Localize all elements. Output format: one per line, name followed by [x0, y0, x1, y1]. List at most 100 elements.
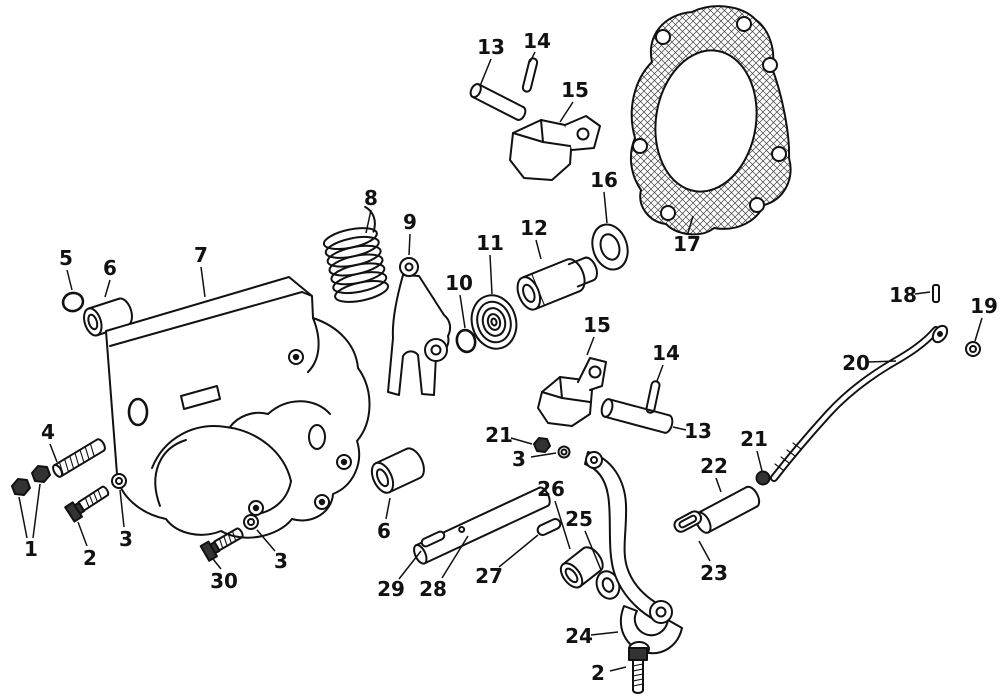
- part-sleeve-22: [694, 485, 761, 534]
- callout-leader-22: [715, 477, 722, 493]
- parts-layer: [11, 5, 981, 694]
- part-gasket-17: [629, 5, 792, 236]
- part-nut-21-left: [533, 437, 551, 453]
- callout-label-21: 21: [740, 427, 768, 451]
- callout-leader-24: [590, 631, 619, 636]
- callout-label-26: 26: [537, 477, 565, 501]
- callout-leader-17: [687, 215, 694, 234]
- callout-leader-19: [974, 317, 983, 342]
- callout-label-23: 23: [700, 561, 728, 585]
- callout-label-30: 30: [210, 569, 238, 593]
- callout-leader-3: [256, 529, 276, 552]
- part-washer-3-left: [111, 473, 127, 489]
- part-ring-5: [61, 291, 85, 313]
- callout-leader-21: [756, 450, 763, 472]
- part-trunnion-15-lower: [537, 357, 607, 427]
- callout-leader-28: [441, 535, 469, 579]
- part-splined-hub-11: [470, 294, 518, 350]
- callout-label-10: 10: [445, 271, 473, 295]
- callout-label-18: 18: [889, 283, 917, 307]
- callout-leader-14: [529, 51, 536, 63]
- callout-leader-25: [584, 530, 602, 571]
- callout-label-16: 16: [590, 168, 618, 192]
- callout-label-3: 3: [119, 527, 133, 551]
- callout-leader-27: [498, 534, 539, 568]
- callout-label-2: 2: [591, 661, 605, 685]
- part-bushing-6-lower: [370, 447, 425, 494]
- callout-label-2: 2: [83, 546, 97, 570]
- callout-leader-21: [510, 437, 533, 445]
- callout-leader-20: [867, 360, 897, 363]
- callout-leader-15: [586, 336, 595, 356]
- callout-label-14: 14: [523, 29, 551, 53]
- callout-leader-16: [603, 191, 608, 224]
- part-dowel-pin-13-lower: [600, 398, 674, 434]
- callout-label-5: 5: [59, 246, 73, 270]
- part-bushing-6-upper: [83, 297, 133, 337]
- callout-label-11: 11: [476, 231, 504, 255]
- callout-label-13: 13: [684, 419, 712, 443]
- callout-label-20: 20: [842, 351, 870, 375]
- callout-leader-14: [656, 364, 664, 382]
- callout-leader-6: [104, 279, 111, 298]
- part-bolt-30: [199, 527, 244, 562]
- callout-label-4: 4: [41, 420, 55, 444]
- callout-leader-29: [398, 550, 422, 580]
- callout-leader-6: [385, 497, 391, 520]
- callout-leader-3: [530, 452, 557, 458]
- callout-label-6: 6: [103, 256, 117, 280]
- callout-leader-5: [66, 269, 73, 291]
- part-bolt-2-lower: [628, 647, 648, 694]
- callout-label-15: 15: [561, 78, 589, 102]
- callout-leader-10: [459, 294, 466, 329]
- callout-label-17: 17: [673, 232, 701, 256]
- callout-leader-2: [609, 666, 627, 672]
- part-rod-28: [413, 486, 551, 565]
- callout-leader-18: [914, 291, 931, 295]
- callout-leader-7: [200, 266, 206, 298]
- callout-leader-1: [32, 483, 41, 539]
- part-nuts-1: [11, 465, 51, 496]
- part-fork-lever-9: [387, 257, 452, 396]
- callout-label-14: 14: [652, 341, 680, 365]
- callout-leader-11: [489, 254, 493, 295]
- callout-leader-15: [559, 101, 574, 123]
- callout-leader-9: [408, 233, 411, 256]
- part-pin-29: [420, 530, 446, 548]
- callout-label-13: 13: [477, 35, 505, 59]
- callout-label-1: 1: [24, 537, 38, 561]
- part-trunnion-15-upper: [509, 115, 601, 181]
- part-plunger-12: [516, 256, 598, 311]
- part-dowel-pin-13-upper: [469, 83, 527, 121]
- callout-label-19: 19: [970, 294, 998, 318]
- callout-label-12: 12: [520, 216, 548, 240]
- callout-label-21: 21: [485, 423, 513, 447]
- part-seal-16: [591, 223, 629, 271]
- part-key-27: [536, 518, 562, 536]
- part-washer-19: [965, 341, 981, 357]
- callout-label-27: 27: [475, 564, 503, 588]
- part-washer-3-mid: [243, 514, 259, 530]
- callout-label-3: 3: [512, 447, 526, 471]
- callout-leader-8: [365, 209, 372, 234]
- callout-leader-13: [479, 58, 492, 87]
- part-shift-lever-24: [584, 451, 683, 657]
- callout-label-7: 7: [194, 243, 208, 267]
- callout-leader-26: [554, 500, 571, 550]
- part-pin-18: [932, 284, 940, 303]
- callout-leader-23: [698, 540, 711, 562]
- callout-label-28: 28: [419, 577, 447, 601]
- callout-label-8: 8: [364, 186, 378, 210]
- callout-label-9: 9: [403, 210, 417, 234]
- callout-label-3: 3: [274, 549, 288, 573]
- callout-leader-3: [119, 489, 125, 528]
- callout-label-15: 15: [583, 313, 611, 337]
- callout-leader-12: [535, 239, 542, 260]
- part-bushing-26: [559, 546, 604, 589]
- part-roll-pin-14-upper: [521, 57, 539, 93]
- part-stud-4: [52, 438, 106, 478]
- callout-label-22: 22: [700, 454, 728, 478]
- part-snap-ring-10: [455, 328, 477, 354]
